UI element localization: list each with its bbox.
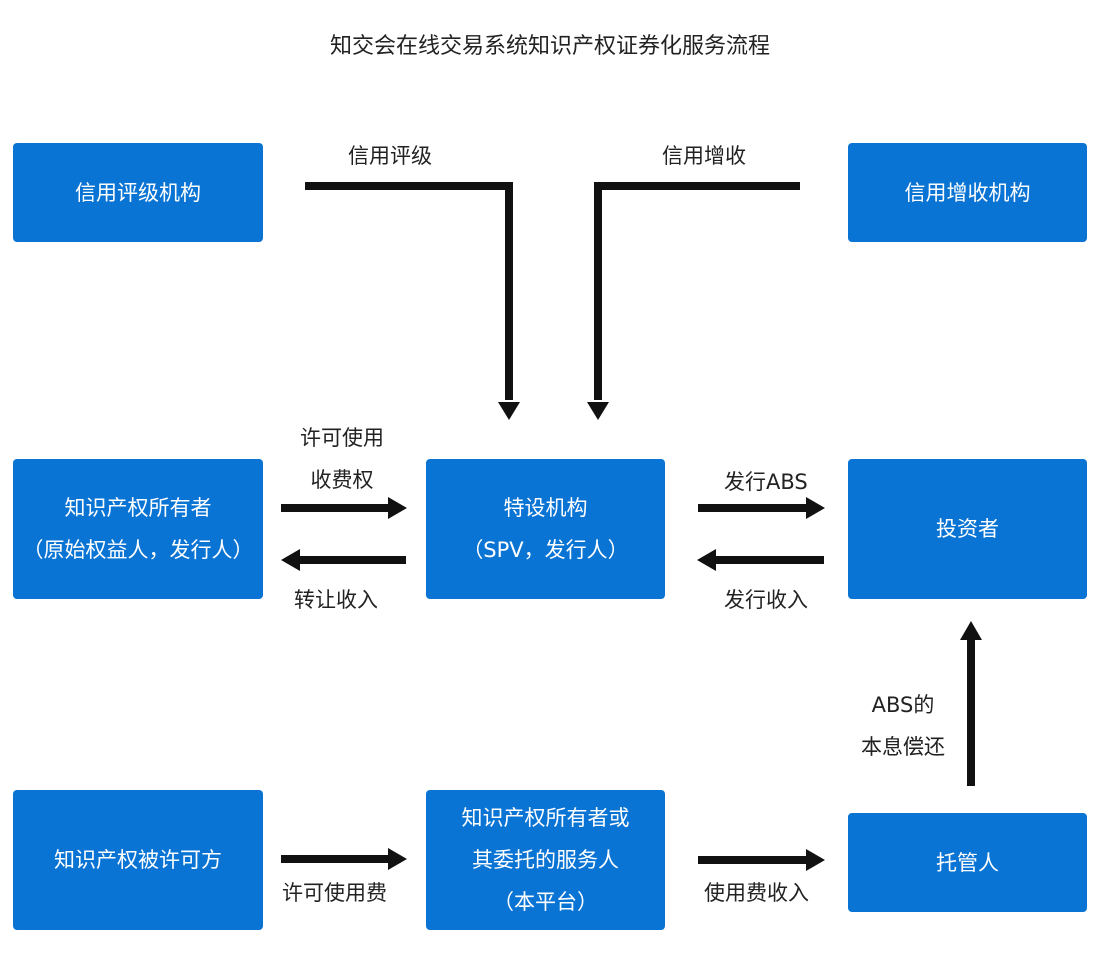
node-platform-line-2: 其委托的服务人 (472, 848, 619, 872)
issue-income-arrowhead (697, 549, 716, 571)
node-credit-enhancement-agency: 信用增收机构 (848, 143, 1087, 242)
diagram-title: 知交会在线交易系统知识产权证券化服务流程 (329, 34, 770, 59)
label-license-use-line-1: 许可使用 (300, 426, 384, 450)
label-issue-income: 发行收入 (724, 588, 808, 612)
node-licensee: 知识产权被许可方 (13, 790, 263, 930)
label-abs-repayment-line-2: 本息偿还 (861, 735, 945, 759)
label-license-fee: 许可使用费 (282, 881, 387, 905)
node-platform-line-3: （本平台） (493, 890, 598, 914)
rating-arrowhead (498, 402, 520, 420)
usage-fee-arrowhead (806, 849, 825, 871)
issue-abs-arrowhead (806, 497, 825, 519)
node-spv-line-1: 特设机构 (503, 496, 588, 520)
node-rating-agency-label: 信用评级机构 (75, 180, 201, 205)
label-abs-repayment-line-1: ABS的 (871, 693, 935, 717)
repayment-arrowhead (960, 621, 982, 640)
node-custodian: 托管人 (848, 813, 1087, 912)
node-ip-owner: 知识产权所有者 （原始权益人，发行人） (13, 459, 263, 599)
node-ip-owner-line-2: （原始权益人，发行人） (22, 538, 254, 562)
node-investor-label: 投资者 (936, 517, 999, 541)
enhancement-arrowhead (587, 402, 609, 420)
node-custodian-label: 托管人 (936, 850, 999, 875)
label-credit-rating: 信用评级 (348, 144, 432, 168)
license-arrowhead (388, 497, 407, 519)
node-spv-line-2: （SPV，发行人） (462, 538, 629, 562)
node-platform: 知识产权所有者或 其委托的服务人 （本平台） (426, 790, 665, 930)
node-ip-owner-line-1: 知识产权所有者 (64, 496, 212, 520)
license-fee-arrowhead (388, 848, 407, 870)
label-license-use-line-2: 收费权 (310, 468, 374, 492)
label-abs-repayment: ABS的 本息偿还 (848, 684, 958, 768)
label-transfer-income: 转让收入 (294, 588, 378, 612)
label-license-use: 许可使用 收费权 (286, 417, 398, 501)
node-spv: 特设机构 （SPV，发行人） (426, 459, 665, 599)
rating-connector-line (305, 182, 513, 400)
label-usage-fee-income: 使用费收入 (704, 881, 809, 905)
transfer-arrowhead (281, 549, 300, 571)
node-credit-enhancement-agency-label: 信用增收机构 (904, 180, 1031, 205)
enhancement-connector-line (594, 182, 800, 400)
node-investor: 投资者 (848, 459, 1087, 599)
node-licensee-label: 知识产权被许可方 (54, 848, 222, 872)
label-credit-enhancement: 信用增收 (662, 144, 746, 168)
node-platform-line-1: 知识产权所有者或 (461, 806, 630, 830)
node-rating-agency: 信用评级机构 (13, 143, 263, 242)
label-issue-abs: 发行ABS (724, 470, 808, 494)
